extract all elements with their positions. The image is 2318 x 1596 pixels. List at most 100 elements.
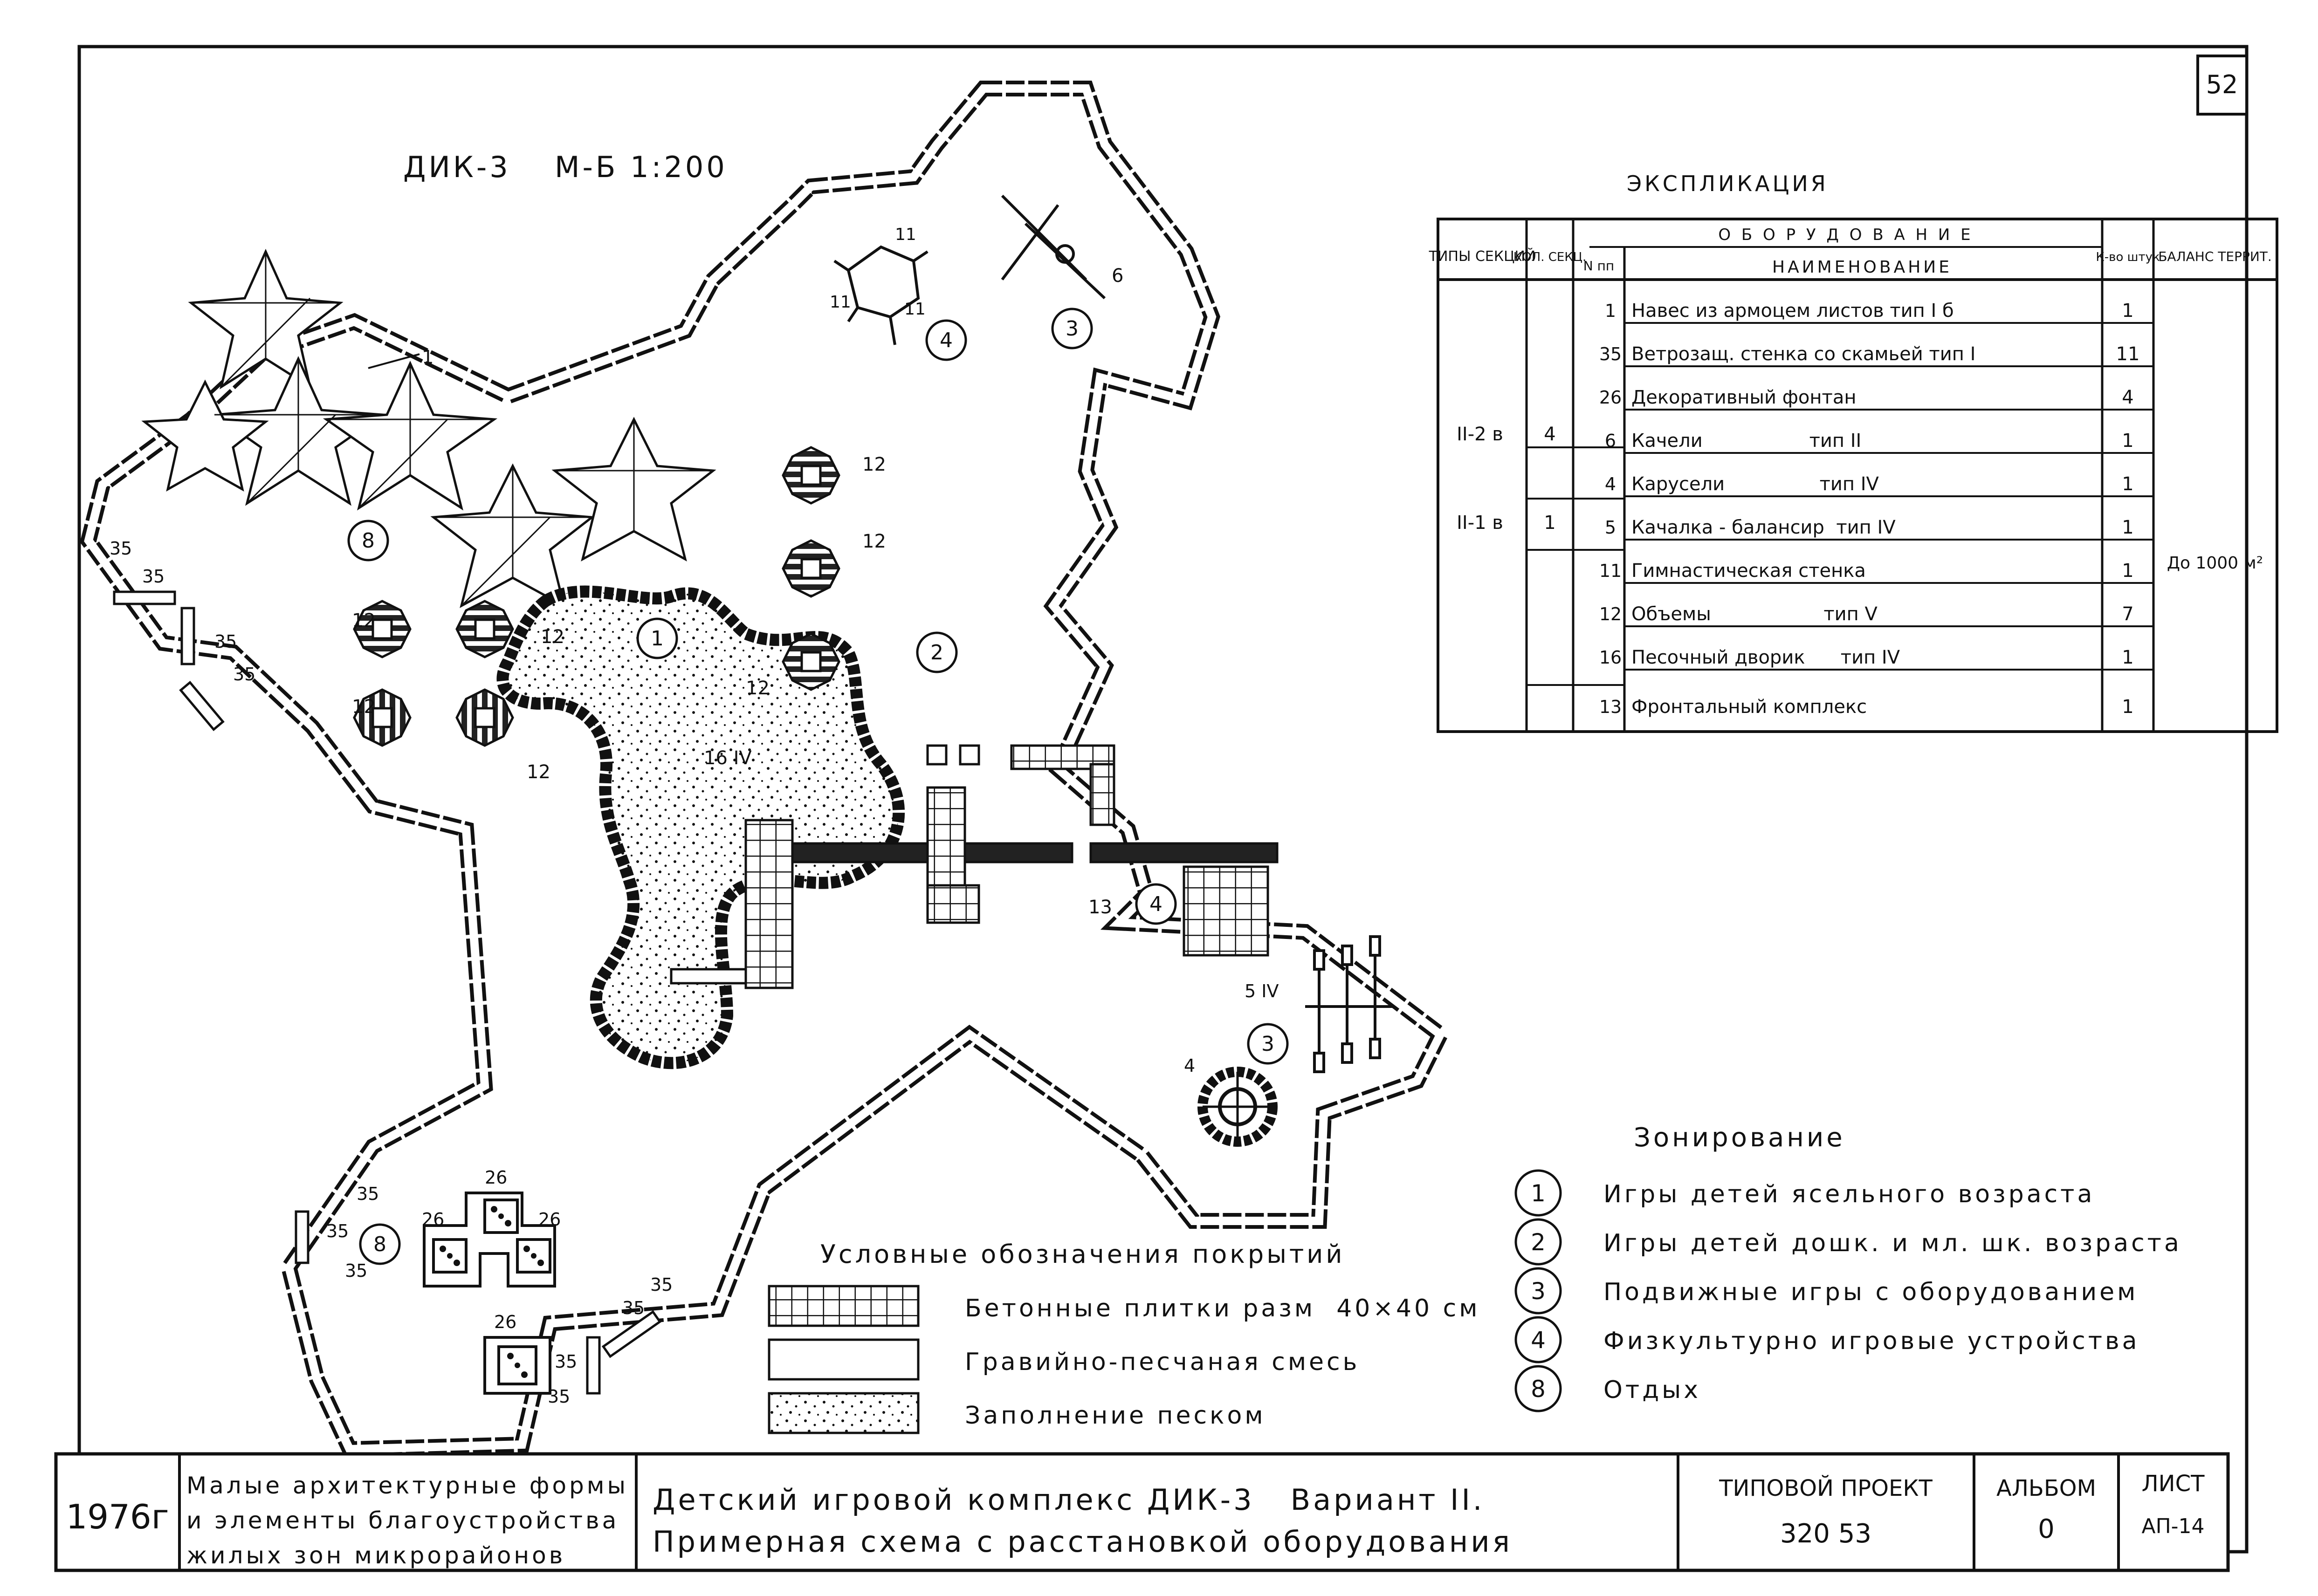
fountains bbox=[423, 1192, 556, 1395]
carousel bbox=[1197, 1067, 1278, 1147]
zoning-number: 2 bbox=[1531, 1229, 1546, 1256]
zone-3-marker: 3 bbox=[1066, 317, 1079, 341]
plan-scale: М-Б 1:200 bbox=[555, 150, 728, 184]
album-label: АЛЬБОМ bbox=[1996, 1475, 2096, 1501]
title-series-line: жилых зон микрорайонов bbox=[186, 1542, 565, 1569]
label-35: 35 bbox=[142, 566, 165, 587]
row-number: 6 bbox=[1605, 431, 1616, 451]
title-main-line2: Примерная схема с расстановкой оборудова… bbox=[653, 1525, 1513, 1559]
legend-label: Заполнение песком bbox=[965, 1402, 1266, 1430]
zoning-label: Игры детей дошк. и мл. шк. возраста bbox=[1603, 1229, 2182, 1257]
zoning-legend: Зонирование 1 2 3 4 8 Игры детей ясельно… bbox=[1514, 1123, 2182, 1412]
row-name: Ветрозащ. стенка со скамьей тип I bbox=[1631, 343, 1975, 365]
header-name: НАИМЕНОВАНИЕ bbox=[1772, 258, 1952, 277]
label-12: 12 bbox=[746, 678, 770, 699]
row-name: Карусели тип IV bbox=[1631, 473, 1879, 495]
row-number: 5 bbox=[1605, 517, 1616, 538]
label-12: 12 bbox=[862, 454, 886, 475]
zoning-label: Отдых bbox=[1603, 1376, 1701, 1404]
row-qty: 1 bbox=[2122, 647, 2133, 668]
row-number: 16 bbox=[1599, 647, 1622, 668]
zone-8-marker: 8 bbox=[373, 1233, 386, 1256]
row-number: 26 bbox=[1599, 387, 1622, 408]
row-qty: 1 bbox=[2122, 560, 2133, 582]
label-12: 12 bbox=[862, 531, 886, 552]
row-name: Гимнастическая стенка bbox=[1631, 560, 1866, 582]
label-26: 26 bbox=[422, 1209, 444, 1230]
row-qty: 11 bbox=[2116, 343, 2140, 365]
title-main-line1: Детский игровой комплекс ДИК-3 Вариант I… bbox=[653, 1483, 1485, 1517]
legend-title: Условные обозначения покрытий bbox=[820, 1240, 1345, 1269]
zone-markers bbox=[347, 308, 1289, 1265]
zone-3-marker: 3 bbox=[1261, 1032, 1274, 1056]
title-block: 1976г Малые архитектурные формы и элемен… bbox=[54, 1452, 2230, 1572]
row-qty: 7 bbox=[2122, 603, 2133, 625]
volume-labels: 12 12 12 12 12 12 12 bbox=[352, 454, 886, 783]
zoning-label: Физкультурно игровые устройства bbox=[1603, 1327, 2140, 1355]
label-12: 12 bbox=[541, 626, 564, 648]
section-count: 4 bbox=[1544, 424, 1555, 445]
row-number: 35 bbox=[1599, 344, 1622, 364]
row-number: 4 bbox=[1605, 474, 1616, 494]
section-type: II-1 в bbox=[1457, 512, 1503, 534]
header-quantity: К-во штук bbox=[2096, 250, 2160, 264]
row-name: Качалка - балансир тип IV bbox=[1631, 517, 1896, 538]
album-value: 0 bbox=[2038, 1514, 2055, 1544]
zoning-title: Зонирование bbox=[1634, 1123, 1845, 1153]
gymnastic-wall bbox=[833, 245, 929, 345]
zone-4-marker: 4 bbox=[1149, 892, 1162, 916]
zone-marker-labels: 1 2 3 4 4 3 8 8 bbox=[362, 317, 1274, 1256]
zone-1-marker: 1 bbox=[651, 627, 664, 651]
label-26: 26 bbox=[494, 1312, 516, 1332]
zoning-label: Игры детей ясельного возраста bbox=[1603, 1180, 2095, 1208]
header-number: N пп bbox=[1583, 258, 1614, 274]
row-qty: 4 bbox=[2122, 387, 2133, 408]
balance-value: До 1000 м² bbox=[2167, 554, 2263, 573]
zoning-label: Подвижные игры с оборудованием bbox=[1603, 1278, 2138, 1306]
row-number: 13 bbox=[1599, 697, 1622, 717]
label-35: 35 bbox=[555, 1351, 577, 1372]
row-name: Фронтальный комплекс bbox=[1631, 696, 1867, 718]
row-name: Декоративный фонтан bbox=[1631, 387, 1857, 408]
label-35: 35 bbox=[622, 1298, 645, 1318]
header-equipment: О Б О Р У Д О В А Н И Е bbox=[1718, 226, 1973, 244]
balance-rocker bbox=[1305, 935, 1394, 1073]
label-12: 12 bbox=[352, 610, 376, 631]
label-11: 11 bbox=[895, 225, 916, 244]
row-number: 11 bbox=[1599, 561, 1622, 581]
label-35: 35 bbox=[357, 1184, 379, 1204]
explication-table: ЭКСПЛИКАЦИЯ ТИПЫ СЕКЦИЙ КОЛ. СЕКЦ. О Б О… bbox=[1429, 171, 2278, 733]
row-name: Качели тип II bbox=[1631, 430, 1861, 452]
label-5: 5 IV bbox=[1245, 981, 1279, 1001]
header-section-types: ТИПЫ СЕКЦИЙ bbox=[1429, 248, 1536, 265]
volumes-group bbox=[353, 446, 840, 747]
title-year: 1976г bbox=[66, 1497, 169, 1536]
label-35: 35 bbox=[345, 1260, 367, 1281]
title-series-line: Малые архитектурные формы bbox=[186, 1472, 628, 1499]
row-qty: 1 bbox=[2122, 300, 2133, 322]
row-qty: 1 bbox=[2122, 473, 2133, 495]
canopy-leader bbox=[368, 353, 420, 369]
label-11: 11 bbox=[830, 293, 851, 312]
row-qty: 1 bbox=[2122, 517, 2133, 538]
label-26: 26 bbox=[485, 1167, 507, 1188]
label-13: 13 bbox=[1088, 897, 1112, 918]
wind-walls bbox=[113, 590, 662, 1395]
label-26: 26 bbox=[538, 1209, 561, 1230]
complex-outline-inner bbox=[84, 84, 1446, 1454]
sheet-label: ЛИСТ bbox=[2142, 1471, 2205, 1497]
wind-wall-labels: 35 35 35 35 35 35 35 35 35 35 35 bbox=[110, 538, 673, 1407]
row-name: Навес из армоцем листов тип I б bbox=[1631, 300, 1954, 322]
zoning-number: 1 bbox=[1531, 1180, 1546, 1207]
label-6: 6 bbox=[1112, 265, 1123, 287]
label-35: 35 bbox=[548, 1386, 570, 1407]
project-label: ТИПОВОЙ ПРОЕКТ bbox=[1719, 1475, 1933, 1501]
label-35: 35 bbox=[326, 1221, 349, 1241]
label-12: 12 bbox=[352, 696, 376, 718]
header-section-count: КОЛ. СЕКЦ. bbox=[1513, 250, 1587, 264]
row-qty: 1 bbox=[2122, 430, 2133, 452]
explication-title: ЭКСПЛИКАЦИЯ bbox=[1627, 171, 1829, 196]
legend-swatch-tiles bbox=[768, 1285, 920, 1327]
plan-title: ДИК-3 bbox=[403, 150, 511, 184]
